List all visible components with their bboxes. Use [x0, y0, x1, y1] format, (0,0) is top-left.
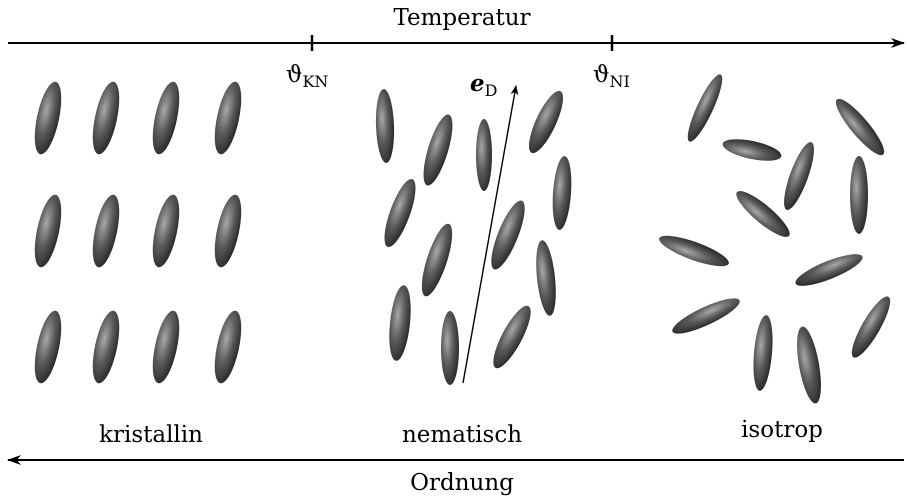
molecule [552, 156, 572, 230]
phase-label-kristallin: kristallin [99, 422, 203, 448]
transition-label-ni: ϑNI [593, 62, 630, 91]
temperature-label: Temperatur [393, 5, 530, 31]
molecule [736, 191, 790, 237]
molecule [152, 81, 180, 155]
molecule [753, 315, 773, 391]
director-label: eD [470, 70, 497, 100]
order-label: Ordnung [410, 470, 514, 496]
molecule [784, 142, 814, 210]
molecule [34, 81, 62, 155]
molecule [850, 156, 868, 234]
molecule [659, 235, 729, 267]
molecule [797, 326, 821, 404]
molecule [722, 139, 782, 161]
molecule [214, 81, 242, 155]
molecule [34, 310, 62, 384]
molecule [152, 194, 180, 268]
molecule [851, 296, 891, 358]
molecule [476, 119, 492, 191]
molecule [491, 200, 525, 270]
molecule [152, 310, 180, 384]
molecule [34, 194, 62, 268]
transition-label-kn: ϑKN [286, 62, 328, 91]
molecule [421, 223, 453, 297]
molecule [441, 311, 459, 385]
phase-label-isotrop: isotrop [741, 417, 823, 443]
molecule-layer [34, 74, 891, 404]
molecule [672, 298, 740, 334]
phase-label-nematisch: nematisch [402, 422, 522, 448]
molecule [795, 254, 863, 286]
molecule [389, 285, 411, 361]
molecule [214, 310, 242, 384]
molecule [384, 178, 416, 248]
molecule [92, 194, 120, 268]
molecule [835, 98, 885, 156]
molecule [214, 194, 242, 268]
molecule [92, 310, 120, 384]
molecule [529, 90, 563, 154]
molecule [493, 305, 531, 369]
molecule [687, 74, 723, 142]
molecule [536, 240, 556, 316]
molecule [375, 89, 395, 163]
molecule [92, 81, 120, 155]
molecule [423, 114, 453, 186]
director-arrow [462, 85, 519, 384]
